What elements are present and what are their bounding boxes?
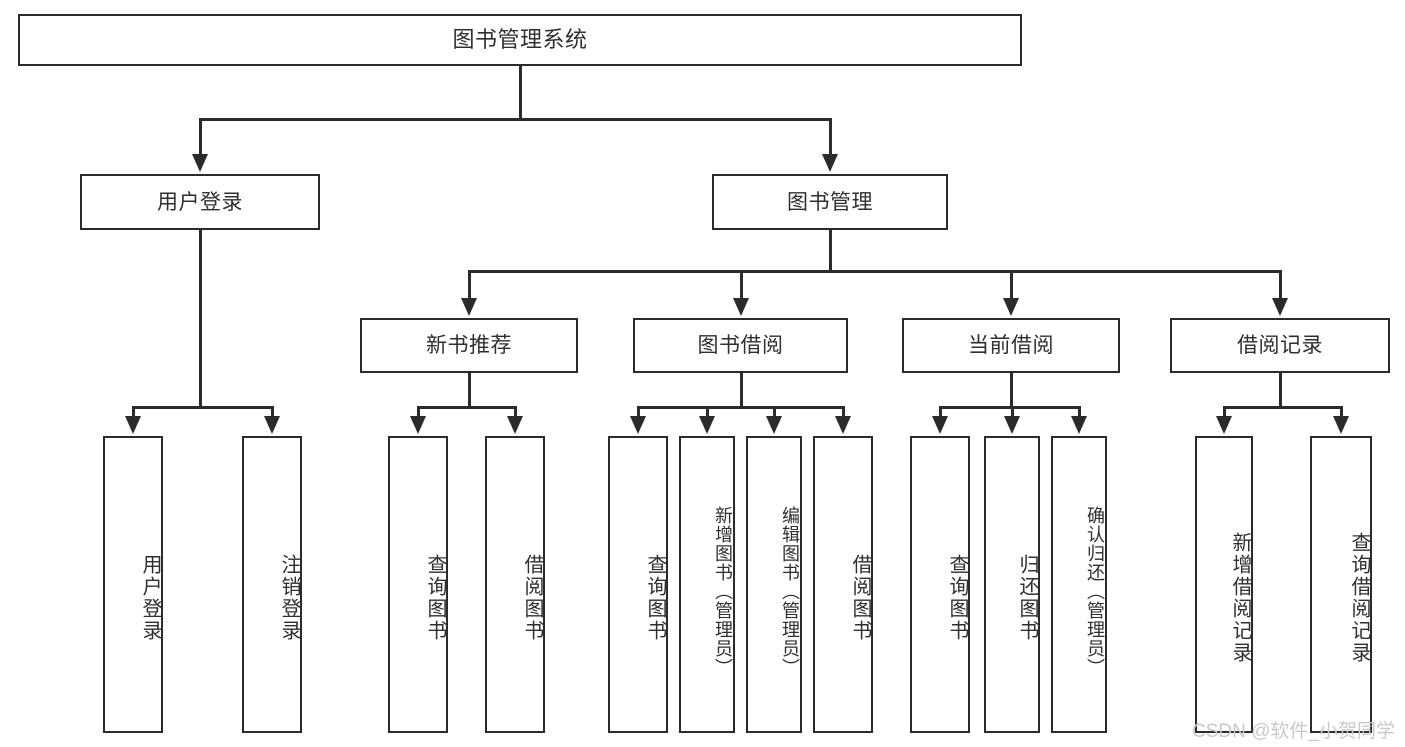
arrowhead-icon bbox=[264, 416, 280, 434]
node-leaf-query-borrow-record[interactable]: 查询借阅记录 bbox=[1310, 436, 1372, 733]
connector-stem bbox=[199, 230, 202, 406]
arrowhead-icon bbox=[192, 154, 208, 172]
connector-stem bbox=[1279, 373, 1282, 406]
connector-drop bbox=[1010, 270, 1013, 300]
arrowhead-icon bbox=[1272, 298, 1288, 316]
watermark: CSDN @软件_小贺同学 bbox=[1192, 721, 1395, 742]
node-label: 查询图书 bbox=[424, 553, 446, 642]
node-leaf-edit-book-admin[interactable]: 编辑图书（管理员） bbox=[746, 436, 802, 733]
node-label: 用户登录 bbox=[139, 553, 161, 642]
node-leaf-confirm-return[interactable]: 确认归还（管理员） bbox=[1051, 436, 1107, 733]
arrowhead-icon bbox=[822, 154, 838, 172]
arrowhead-icon bbox=[1071, 416, 1087, 434]
node-label: 查询图书 bbox=[946, 553, 968, 642]
connector-drop bbox=[1011, 406, 1014, 418]
arrowhead-icon bbox=[1333, 416, 1349, 434]
connector-drop bbox=[468, 270, 471, 300]
node-leaf-user-login[interactable]: 用户登录 bbox=[103, 436, 163, 733]
connector-drop bbox=[1078, 406, 1081, 418]
connector-drop bbox=[773, 406, 776, 418]
connector-drop bbox=[637, 406, 640, 418]
node-label: 查询借阅记录 bbox=[1348, 531, 1370, 664]
node-label: 确认归还（管理员） bbox=[1085, 506, 1105, 677]
arrowhead-icon bbox=[1004, 416, 1020, 434]
node-user-login[interactable]: 用户登录 bbox=[80, 174, 320, 230]
arrowhead-icon bbox=[699, 416, 715, 434]
connector-drop bbox=[132, 406, 135, 418]
node-borrow-record[interactable]: 借阅记录 bbox=[1170, 318, 1390, 373]
node-leaf-return-book[interactable]: 归还图书 bbox=[984, 436, 1040, 733]
node-label: 借阅图书 bbox=[521, 553, 543, 642]
connector-bus bbox=[418, 406, 515, 409]
node-leaf-query-book-1[interactable]: 查询图书 bbox=[388, 436, 448, 733]
node-root[interactable]: 图书管理系统 bbox=[18, 14, 1022, 66]
node-leaf-query-book-2[interactable]: 查询图书 bbox=[608, 436, 668, 733]
connector-stem bbox=[468, 373, 471, 406]
connector-drop bbox=[514, 406, 517, 418]
connector-root-stem bbox=[519, 66, 522, 118]
node-label: 新增借阅记录 bbox=[1229, 531, 1251, 664]
node-label: 注销登录 bbox=[278, 553, 300, 642]
connector-stem bbox=[1010, 373, 1013, 406]
connector-drop bbox=[271, 406, 274, 418]
node-leaf-borrow-book-2[interactable]: 借阅图书 bbox=[813, 436, 873, 733]
node-label: 用户登录 bbox=[157, 190, 243, 214]
arrowhead-icon bbox=[125, 416, 141, 434]
node-book-borrow[interactable]: 图书借阅 bbox=[633, 318, 848, 373]
connector-drop bbox=[1279, 270, 1282, 300]
node-leaf-query-book-3[interactable]: 查询图书 bbox=[910, 436, 970, 733]
connector-drop bbox=[829, 118, 832, 156]
node-label: 归还图书 bbox=[1016, 553, 1038, 642]
node-label: 新书推荐 bbox=[426, 334, 512, 357]
node-leaf-user-logout[interactable]: 注销登录 bbox=[242, 436, 302, 733]
arrowhead-icon bbox=[1003, 298, 1019, 316]
connector-level2-bus bbox=[469, 270, 1280, 273]
arrowhead-icon bbox=[507, 416, 523, 434]
connector-drop bbox=[1223, 406, 1226, 418]
connector-drop bbox=[706, 406, 709, 418]
connector-bus bbox=[940, 406, 1079, 409]
arrowhead-icon bbox=[410, 416, 426, 434]
connector-stem bbox=[739, 373, 743, 406]
node-label: 借阅记录 bbox=[1237, 334, 1323, 357]
node-book-manage[interactable]: 图书管理 bbox=[712, 174, 948, 230]
arrowhead-icon bbox=[630, 416, 646, 434]
node-label: 图书管理系统 bbox=[452, 27, 588, 52]
node-current-borrow[interactable]: 当前借阅 bbox=[902, 318, 1120, 373]
connector-drop bbox=[939, 406, 942, 418]
node-label: 新增图书（管理员） bbox=[713, 506, 733, 677]
connector-bookmanage-stem bbox=[829, 230, 832, 270]
arrowhead-icon bbox=[461, 298, 477, 316]
connector-bus bbox=[1224, 406, 1341, 409]
arrowhead-icon bbox=[932, 416, 948, 434]
node-leaf-add-book-admin[interactable]: 新增图书（管理员） bbox=[679, 436, 735, 733]
node-label: 图书借阅 bbox=[697, 334, 784, 357]
connector-bus bbox=[638, 406, 843, 409]
connector-drop bbox=[842, 406, 845, 418]
connector-root-bus bbox=[200, 118, 830, 121]
node-label: 编辑图书（管理员） bbox=[780, 506, 800, 677]
connector-drop bbox=[739, 270, 743, 300]
connector-drop bbox=[1340, 406, 1343, 418]
arrowhead-icon bbox=[766, 416, 782, 434]
connector-drop bbox=[199, 118, 202, 156]
arrowhead-icon bbox=[1216, 416, 1232, 434]
arrowhead-icon bbox=[732, 298, 749, 316]
node-label: 当前借阅 bbox=[968, 334, 1054, 357]
node-leaf-add-borrow-record[interactable]: 新增借阅记录 bbox=[1195, 436, 1253, 733]
node-label: 图书管理 bbox=[787, 190, 873, 214]
connector-drop bbox=[417, 406, 420, 418]
node-label: 查询图书 bbox=[644, 553, 666, 642]
node-label: 借阅图书 bbox=[849, 553, 871, 642]
arrowhead-icon bbox=[835, 416, 851, 434]
connector-bus bbox=[133, 406, 272, 409]
node-new-book-recommend[interactable]: 新书推荐 bbox=[360, 318, 578, 373]
node-leaf-borrow-book-1[interactable]: 借阅图书 bbox=[485, 436, 545, 733]
